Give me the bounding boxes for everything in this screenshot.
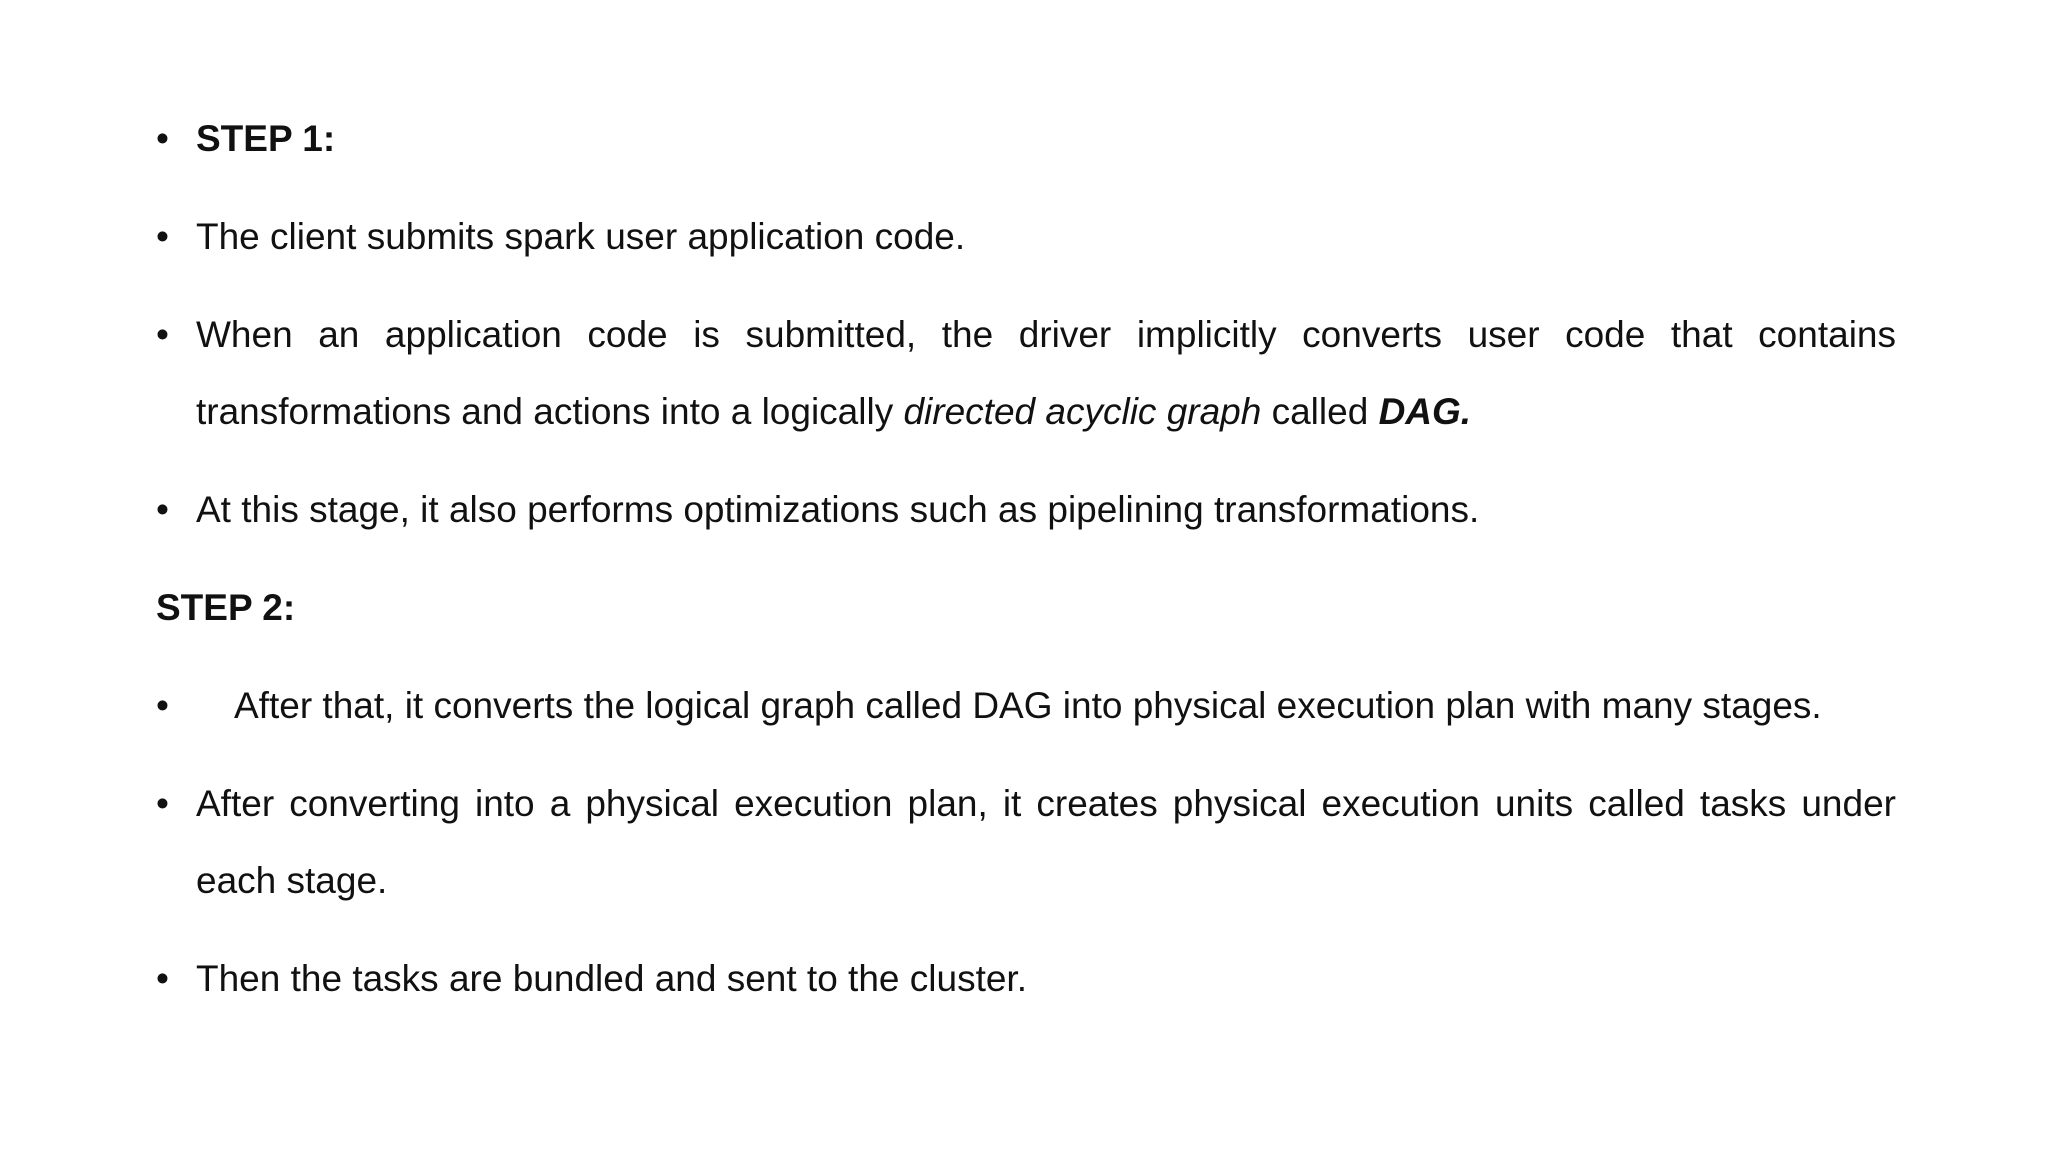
step1-heading: STEP 1:	[196, 118, 336, 159]
step2-item-2: • After converting into a physical execu…	[156, 765, 1896, 919]
step2-item-2-text: After converting into a physical executi…	[196, 783, 1896, 901]
bullet-icon: •	[156, 489, 169, 530]
bullet-icon: •	[156, 783, 169, 824]
bullet-icon: •	[156, 685, 169, 726]
step2-item-3: • Then the tasks are bundled and sent to…	[156, 940, 1896, 1017]
step1-item-1-text: The client submits spark user applicatio…	[196, 216, 966, 257]
step1-heading-row: • STEP 1:	[156, 100, 1896, 177]
step2-item-1-text: After that, it converts the logical grap…	[234, 685, 1822, 726]
step2-item-3-text: Then the tasks are bundled and sent to t…	[196, 958, 1027, 999]
step2-heading: STEP 2:	[156, 587, 296, 628]
bullet-icon: •	[156, 118, 169, 159]
step1-item-3-text: At this stage, it also performs optimiza…	[196, 489, 1480, 530]
step1-item-1: • The client submits spark user applicat…	[156, 198, 1896, 275]
step2-heading-row: STEP 2:	[156, 569, 1896, 646]
step2-item-1: • After that, it converts the logical gr…	[156, 667, 1896, 744]
dag-term: DAG.	[1378, 391, 1472, 432]
step1-item-2-text: When an application code is submitted, t…	[196, 314, 1896, 432]
step1-item-2-middle: called	[1261, 391, 1379, 432]
bullet-icon: •	[156, 314, 169, 355]
step1-item-2: • When an application code is submitted,…	[156, 296, 1896, 450]
step1-item-3: • At this stage, it also performs optimi…	[156, 471, 1896, 548]
bullet-icon: •	[156, 216, 169, 257]
slide-content: • STEP 1: • The client submits spark use…	[156, 100, 1896, 1038]
bullet-icon: •	[156, 958, 169, 999]
directed-acyclic-graph-term: directed acyclic graph	[903, 391, 1262, 432]
